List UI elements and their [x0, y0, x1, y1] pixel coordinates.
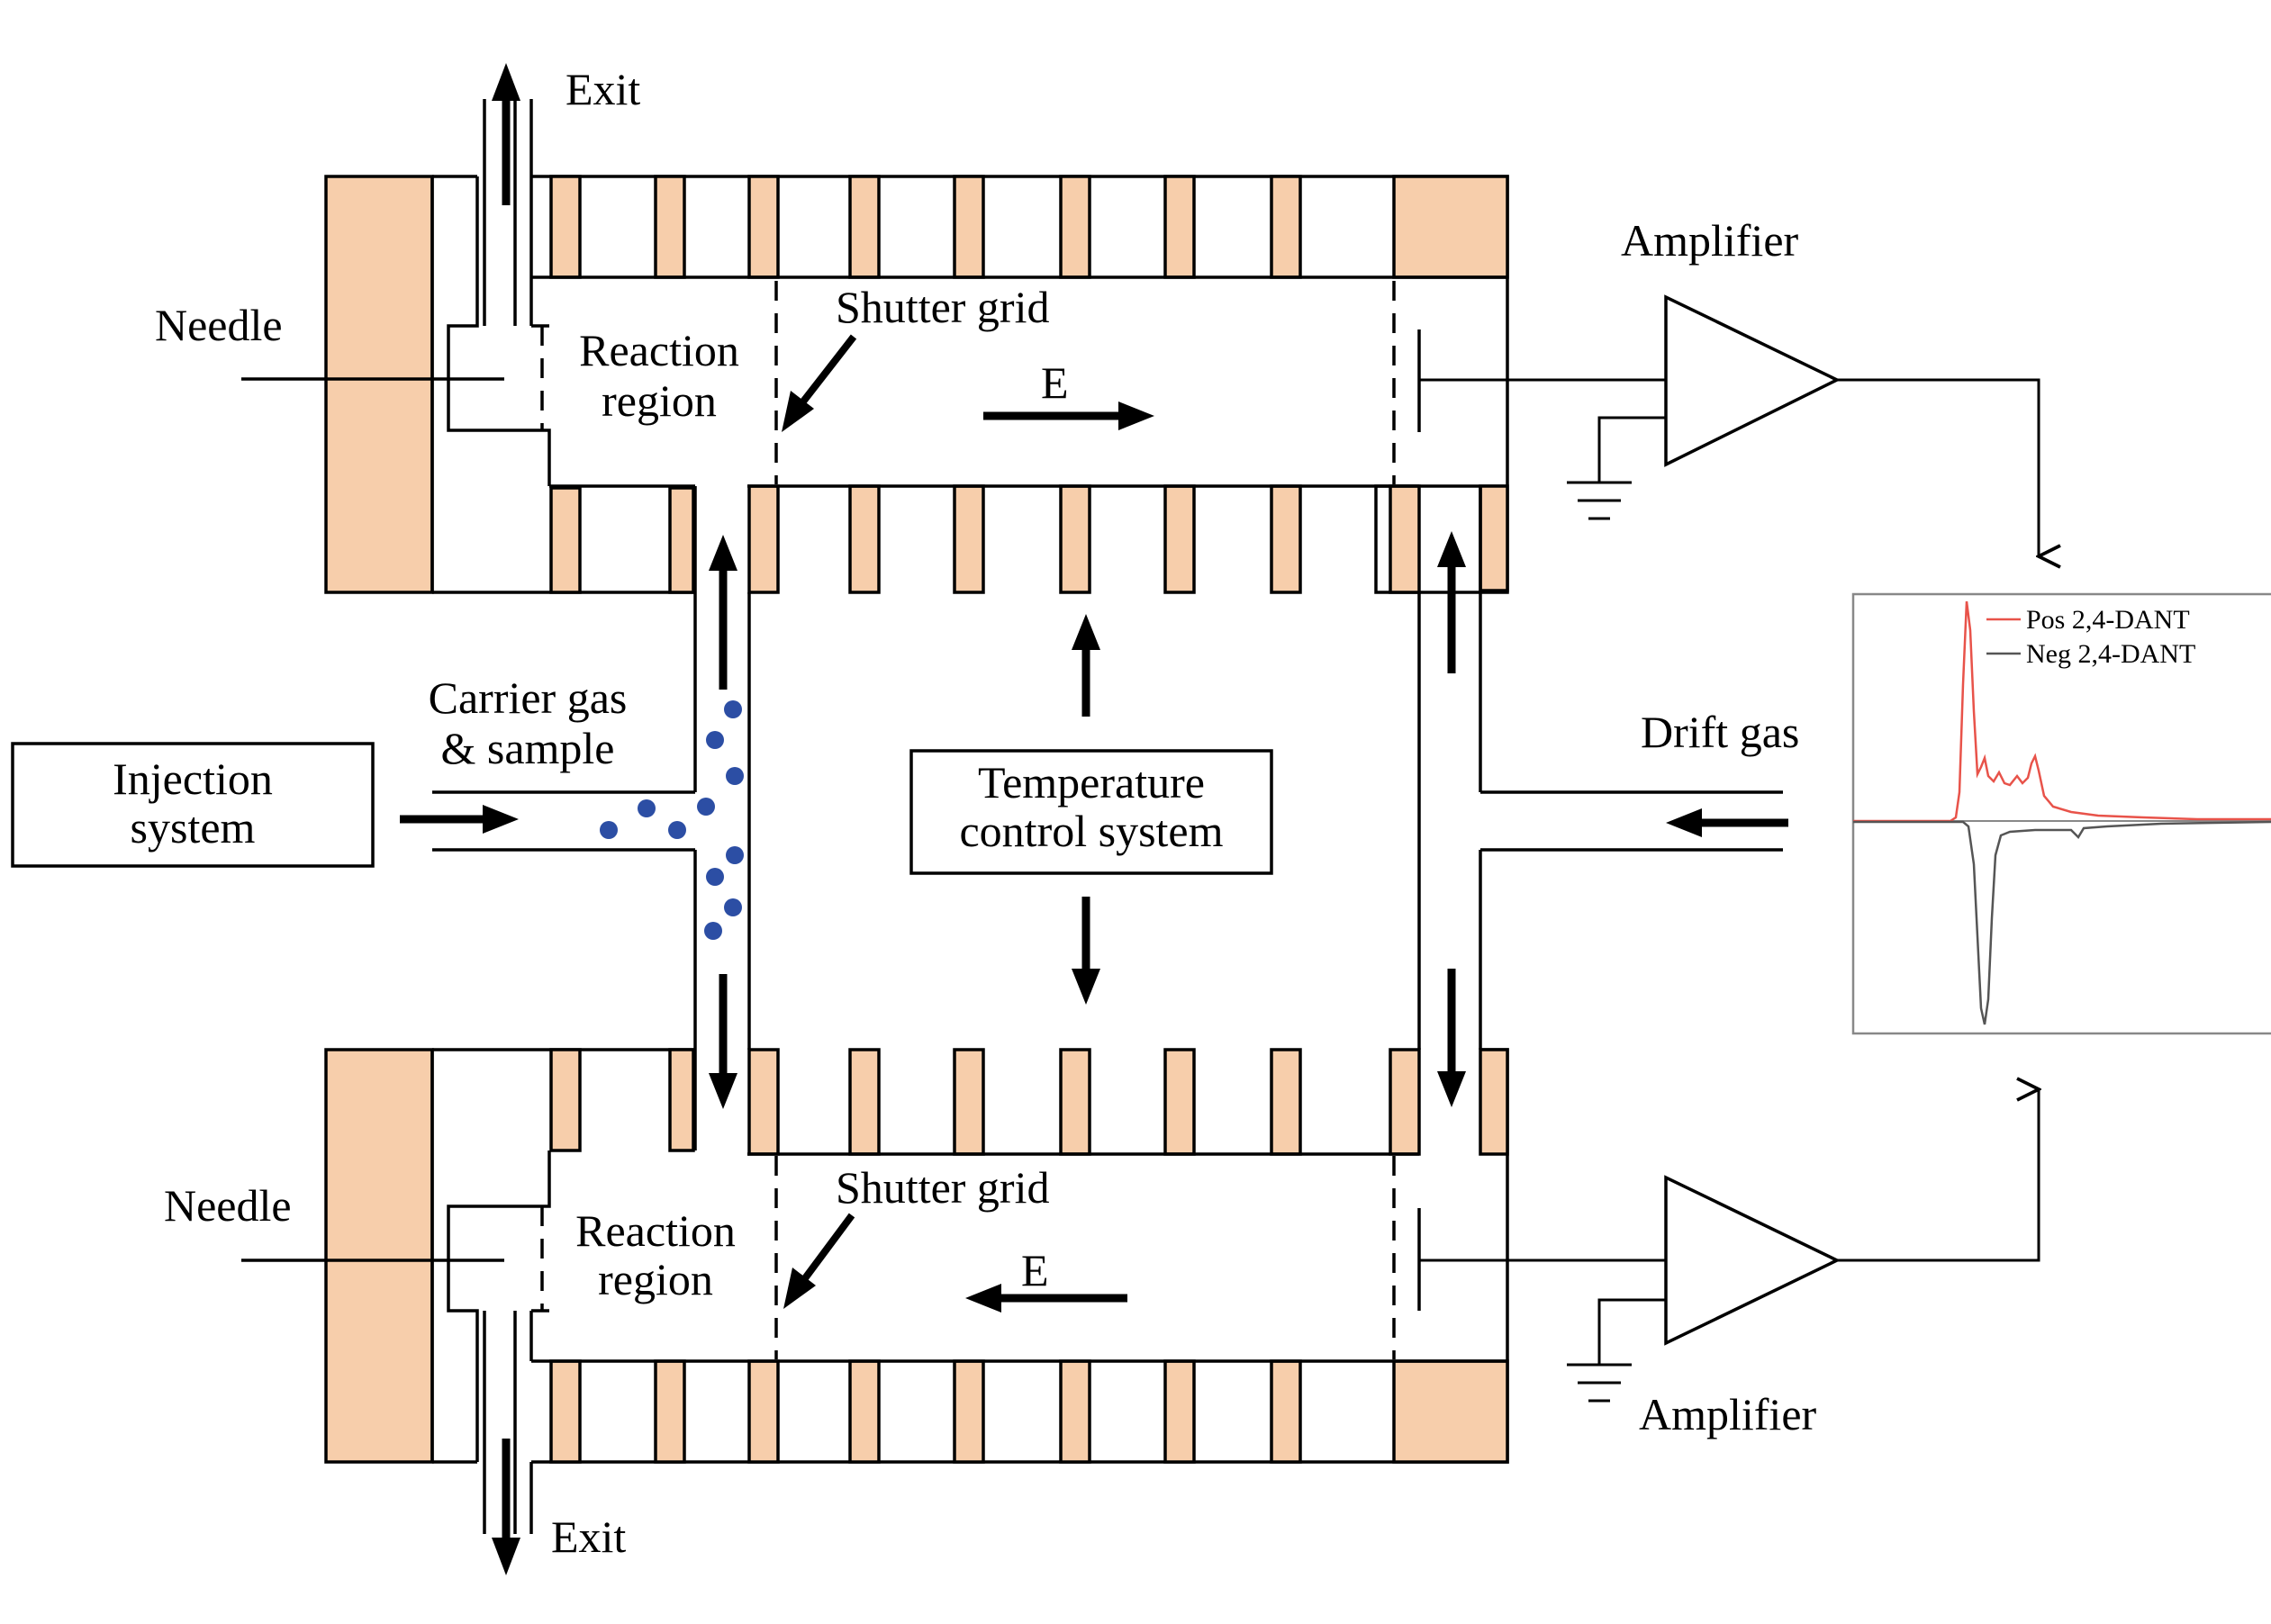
top-upper-electrode-8 [1270, 175, 1302, 279]
left-channel-down-arrow [709, 1073, 737, 1109]
sample-particles [600, 700, 744, 940]
top-upper-electrode-2 [654, 175, 686, 279]
drift-gas-label: Drift gas [1641, 707, 1799, 757]
injection-label-line1: Injection [113, 753, 273, 804]
top-upper-electrode-6 [1059, 175, 1091, 279]
pos-trace [1853, 600, 2271, 823]
temperature-label-line2: control system [959, 806, 1223, 856]
top-lower-electrode-10 [1479, 484, 1509, 592]
spectrum-frame [1851, 592, 2271, 1035]
reaction-bottom-line1: Reaction [575, 1205, 736, 1256]
e-top-label: E [1041, 357, 1069, 408]
bottom-lower-electrode-2 [654, 1359, 686, 1464]
reaction-bottom-line2: region [598, 1254, 713, 1304]
reaction-top-line2: region [602, 375, 717, 426]
bottom-upper-electrode-6 [1059, 1048, 1091, 1156]
injection-system-box [11, 742, 375, 868]
bottom-upper-electrode-4 [848, 1048, 881, 1156]
exit-bottom-label: Exit [551, 1511, 626, 1562]
amplifier-top [1567, 294, 2039, 556]
top-lower-electrode-5 [953, 484, 985, 594]
top-lower-electrode-3 [747, 484, 780, 594]
top-upper-collector-block [1392, 175, 1509, 279]
top-lower-electrode-6 [1059, 484, 1091, 594]
right-channel-up-arrow [1437, 531, 1466, 567]
bottom-upper-electrode-7 [1163, 1048, 1196, 1156]
amplifier-bottom [1567, 1089, 2039, 1403]
temperature-control-box [909, 749, 1273, 875]
top-lower-electrode-4 [848, 484, 881, 594]
top-upper-electrode-1 [549, 175, 582, 279]
bottom-lower-electrode-1 [549, 1359, 582, 1464]
top-upper-electrode-7 [1163, 175, 1196, 279]
shutter-top-label: Shutter grid [836, 282, 1049, 332]
shutter-top-pointer [782, 391, 814, 432]
shutter-bottom-label: Shutter grid [836, 1162, 1049, 1213]
central-chamber [432, 486, 1783, 1150]
bottom-upper-electrode-3 [747, 1048, 780, 1156]
bottom-needle-flange [324, 1048, 434, 1464]
top-upper-electrode-4 [848, 175, 881, 279]
amplifier-bottom-label: Amplifier [1639, 1389, 1817, 1439]
bottom-upper-electrode-1 [549, 1048, 582, 1152]
amplifier-top-label: Amplifier [1621, 215, 1799, 266]
shutter-bottom-pointer [783, 1268, 816, 1309]
bottom-upper-electrode-9 [1389, 1048, 1421, 1156]
bottom-lower-electrode-8 [1270, 1359, 1302, 1464]
e-field-bottom-arrow [965, 1284, 1001, 1313]
bottom-lower-electrode-6 [1059, 1359, 1091, 1464]
temperature-down-arrow [1072, 969, 1100, 1005]
flow-arrows [400, 63, 1788, 1575]
top-needle-flange [324, 175, 434, 594]
top-lower-electrode-1 [549, 486, 582, 594]
top-upper-electrode-5 [953, 175, 985, 279]
needle-top-label: Needle [155, 300, 283, 350]
bottom-upper-electrode-10 [1479, 1048, 1509, 1156]
bottom-lower-electrode-7 [1163, 1359, 1196, 1464]
top-drift-tube [241, 99, 1666, 594]
injection-label-line2: system [131, 802, 256, 853]
bottom-drift-tube [241, 1048, 1666, 1534]
bottom-lower-electrode-3 [747, 1359, 780, 1464]
top-lower-electrode-2 [668, 486, 695, 594]
bottom-lower-collector-block [1392, 1359, 1509, 1464]
bottom-lower-electrode-5 [953, 1359, 985, 1464]
bottom-upper-electrode-2 [668, 1048, 695, 1152]
top-lower-electrode-9 [1389, 484, 1421, 594]
legend-neg-label: Neg 2,4-DANT [2026, 639, 2195, 669]
left-channel-up-arrow [709, 535, 737, 571]
carrier-gas-line1: Carrier gas [429, 672, 628, 723]
reaction-top-line1: Reaction [579, 325, 739, 375]
temperature-label-line1: Temperature [978, 757, 1205, 807]
top-lower-electrode-7 [1163, 484, 1196, 594]
e-bottom-label: E [1021, 1245, 1049, 1295]
temperature-up-arrow [1072, 614, 1100, 650]
carrier-gas-arrow [483, 805, 519, 834]
carrier-gas-line2: & sample [440, 723, 614, 773]
exit-bottom-arrow [492, 1538, 520, 1575]
bottom-lower-electrode-4 [848, 1359, 881, 1464]
amplifier-top-triangle [1664, 294, 1841, 467]
amplifier-bottom-triangle [1664, 1175, 1841, 1346]
drift-gas-arrow [1666, 808, 1702, 837]
top-upper-electrode-3 [747, 175, 780, 279]
neg-trace [1853, 820, 2271, 1025]
exit-top-arrow [492, 63, 520, 101]
spectrum-inset: Pos 2,4-DANT Neg 2,4-DANT [1851, 592, 2271, 1035]
exit-top-label: Exit [565, 64, 640, 114]
bottom-upper-electrode-5 [953, 1048, 985, 1156]
legend-pos-label: Pos 2,4-DANT [2026, 605, 2190, 635]
top-lower-electrode-8 [1270, 484, 1302, 594]
bottom-upper-electrode-8 [1270, 1048, 1302, 1156]
needle-bottom-label: Needle [164, 1180, 292, 1231]
e-field-top-arrow [1118, 401, 1154, 430]
right-channel-down-arrow [1437, 1071, 1466, 1107]
